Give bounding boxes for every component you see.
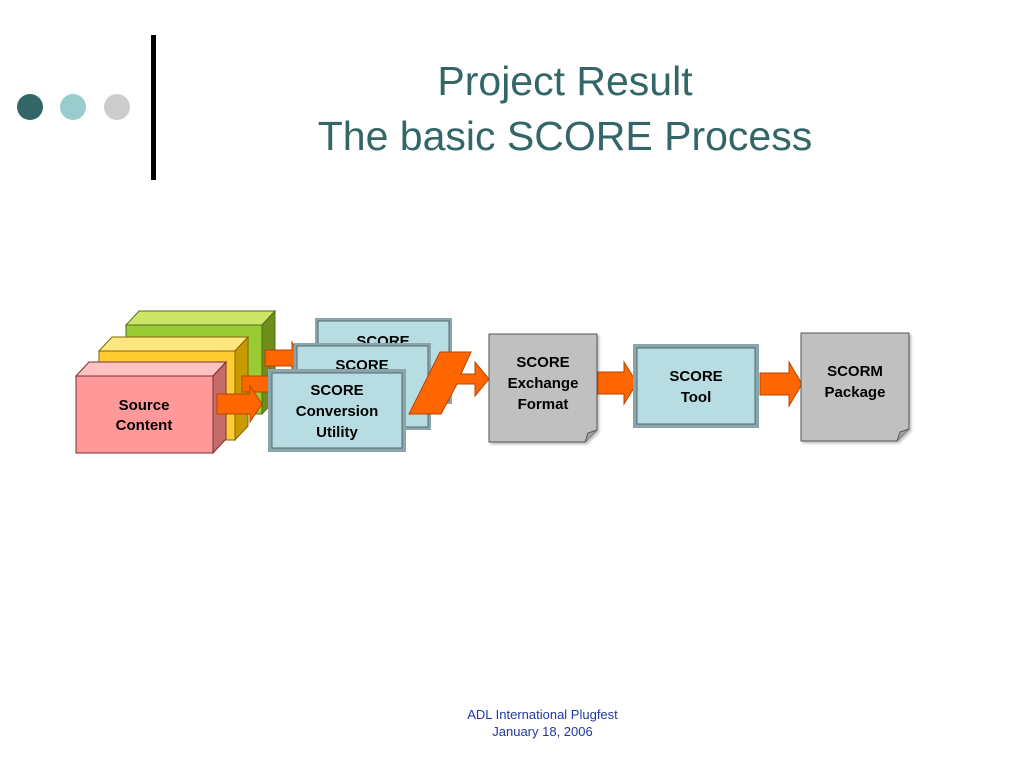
score-tool-label-line1: SCORE: [669, 368, 722, 385]
conversion-to-exchange-arrow: [408, 351, 490, 415]
source-content-label-line2: Content: [116, 417, 173, 434]
decorative-dot-dark: [17, 94, 43, 120]
conversion-front-label-line3: Utility: [316, 424, 358, 441]
exchange-to-tool-arrow: [597, 360, 638, 406]
source-box-pink: [74, 360, 228, 455]
score-tool-label-line2: Tool: [681, 389, 712, 406]
exchange-format-label-line3: Format: [518, 396, 569, 413]
footer-date: January 18, 2006: [492, 724, 593, 739]
scorm-package-label-line2: Package: [825, 384, 886, 401]
source-content-label-line1: Source: [119, 397, 170, 414]
decorative-dot-gray: [104, 94, 130, 120]
exchange-format-label-line2: Exchange: [508, 375, 579, 392]
slide-subtitle: The basic SCORE Process: [317, 113, 813, 159]
scorm-package-document: [800, 332, 910, 442]
exchange-format-document: [488, 333, 598, 443]
decorative-dot-light: [60, 94, 86, 120]
slide-title: Project Result: [437, 58, 693, 104]
conversion-box-front: [268, 369, 406, 452]
conversion-front-label-line1: SCORE: [310, 382, 363, 399]
title-divider-line: [151, 35, 156, 180]
tool-to-package-arrow: [759, 360, 803, 408]
scorm-package-label-line1: SCORM: [827, 363, 883, 380]
exchange-format-label-line1: SCORE: [516, 354, 569, 371]
score-tool-box: [633, 344, 759, 428]
footer-event: ADL International Plugfest: [467, 707, 618, 722]
conversion-front-label-line2: Conversion: [296, 403, 379, 420]
